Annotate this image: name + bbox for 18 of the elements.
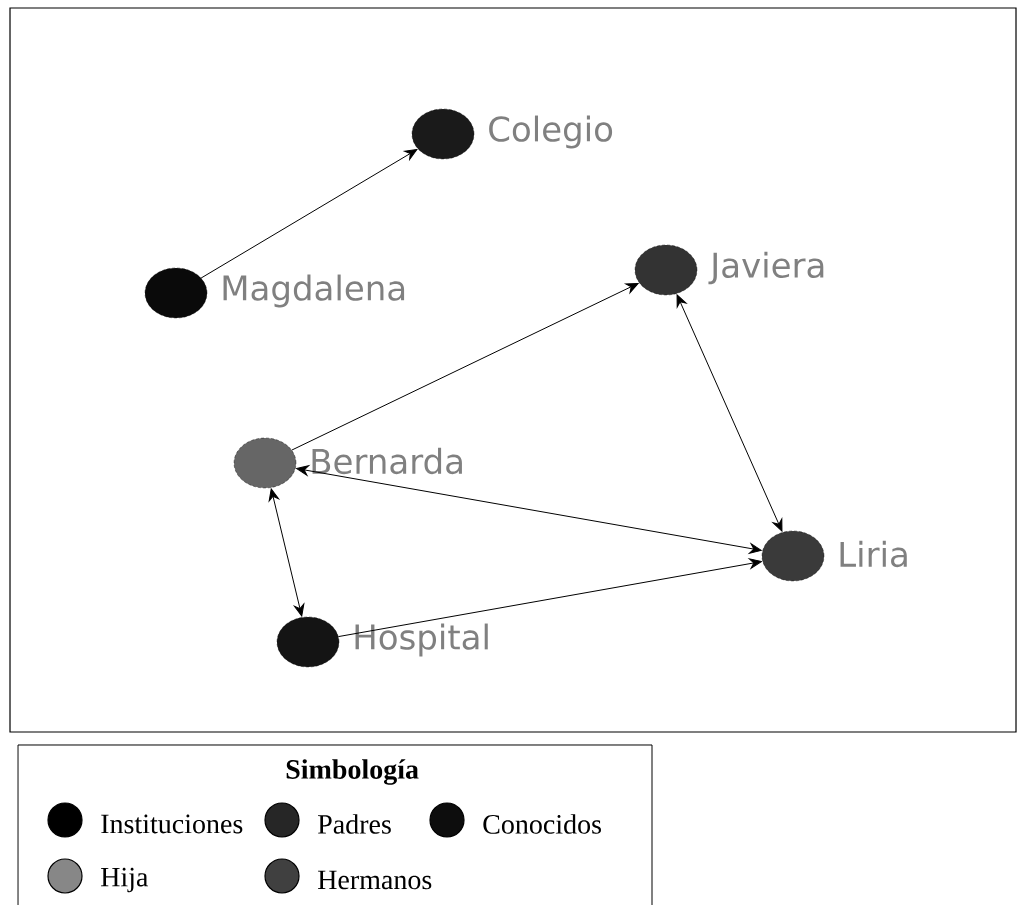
node-label: Hospital <box>355 623 488 657</box>
arrow <box>291 282 639 451</box>
node-label: Magdalena <box>223 274 405 308</box>
node-label: Liria <box>840 540 907 568</box>
legend-label: Hija <box>101 867 149 893</box>
arrow <box>200 149 418 279</box>
legend-title: Simbología <box>286 759 419 785</box>
node-label: Colegio <box>489 115 613 149</box>
legend-label: Conocidos <box>483 814 601 834</box>
arrow <box>268 488 305 617</box>
legend-label: Instituciones <box>101 814 243 834</box>
arrow <box>296 465 762 554</box>
node-label: Bernarda <box>312 447 462 475</box>
legend-label: Hermanos <box>318 870 432 890</box>
arrow <box>676 294 783 532</box>
legend-label: Padres <box>318 814 391 834</box>
arrow <box>338 558 762 638</box>
node-label: Javiera <box>708 251 824 285</box>
